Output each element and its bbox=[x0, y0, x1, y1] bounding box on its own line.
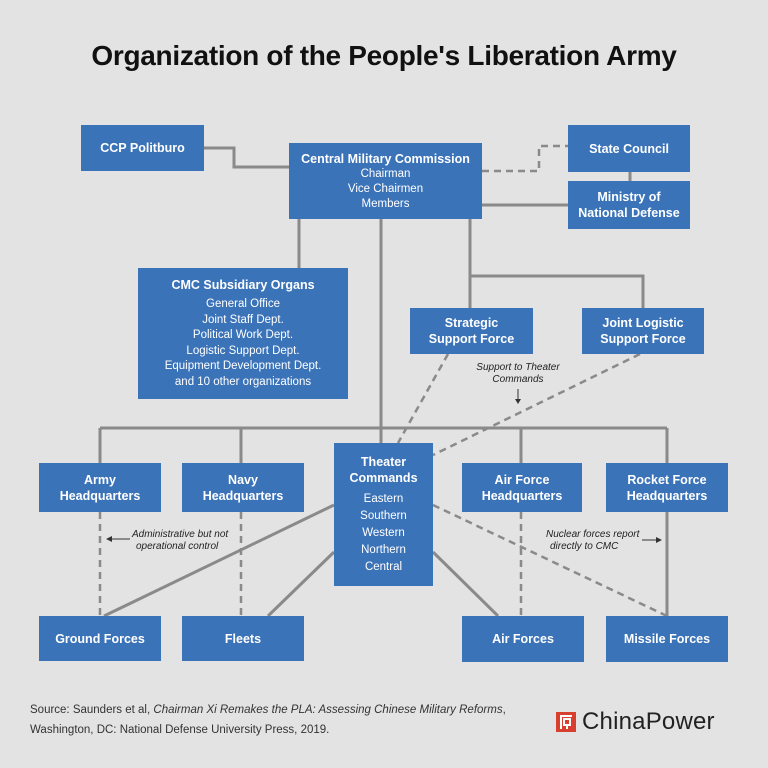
subsid-line: General Office bbox=[206, 298, 280, 310]
army-title: Headquarters bbox=[59, 488, 141, 503]
chinapower-logo-text: ChinaPower bbox=[582, 708, 715, 735]
theater-line: Southern bbox=[360, 509, 407, 522]
annotation-line: Commands bbox=[492, 374, 544, 385]
mnd-title: Ministry of bbox=[597, 190, 661, 204]
arrowhead-support bbox=[515, 399, 521, 404]
cmc-line: Members bbox=[361, 197, 410, 210]
ground-forces-box: Ground Forces bbox=[39, 616, 161, 661]
strategic-support-force-box: Strategic Support Force bbox=[410, 308, 533, 354]
source-citation: Source: Saunders et al, Chairman Xi Rema… bbox=[30, 700, 550, 740]
source-prefix: Source: Saunders et al, bbox=[30, 704, 154, 716]
dashed-cmc-state bbox=[482, 144, 568, 173]
missile-title: Missile Forces bbox=[623, 632, 711, 646]
annotation-line: operational control bbox=[136, 541, 219, 552]
connector-theater-airforces bbox=[431, 550, 500, 618]
rocket-title: Headquarters bbox=[626, 488, 708, 503]
air-force-headquarters-box: Air Force Headquarters bbox=[462, 463, 582, 512]
annotation-line: Nuclear forces report bbox=[546, 529, 640, 540]
subsid-line: Equipment Development Dept. bbox=[164, 360, 322, 372]
ministry-of-national-defense-box: Ministry of National Defense bbox=[568, 181, 690, 229]
central-military-commission-box: Central Military Commission Chairman Vic… bbox=[289, 143, 482, 219]
subsid-line: Logistic Support Dept. bbox=[186, 344, 300, 357]
ccp-politburo-title: CCP Politburo bbox=[100, 141, 185, 155]
subsid-line: Political Work Dept. bbox=[192, 329, 294, 341]
joint-logistic-support-force-box: Joint Logistic Support Force bbox=[582, 308, 704, 354]
jlsf-title: Support Force bbox=[600, 332, 686, 346]
connector-theater-ground bbox=[103, 503, 335, 618]
annotation-line: directly to CMC bbox=[550, 541, 619, 552]
arrowhead-nuclear bbox=[656, 537, 662, 543]
chinapower-logo: ChinaPower bbox=[556, 708, 715, 736]
rocket-force-headquarters-box: Rocket Force Headquarters bbox=[606, 463, 728, 512]
cmc-line: Vice Chairmen bbox=[347, 182, 424, 195]
airforces-title: Air Forces bbox=[492, 632, 554, 646]
dashed-ssf-theater bbox=[396, 353, 450, 444]
cmc-subsidiary-organs-box: CMC Subsidiary Organs General Office Joi… bbox=[138, 268, 348, 399]
connector-jlsf bbox=[470, 274, 645, 308]
arrowhead-admin bbox=[106, 536, 112, 542]
theater-line: Central bbox=[364, 560, 403, 573]
annotation-line: Administrative but not bbox=[132, 529, 229, 540]
annotation-administrative: Administrative but not operational contr… bbox=[132, 529, 262, 553]
state-council-title: State Council bbox=[589, 141, 669, 156]
cmc-title: Central Military Commission bbox=[301, 151, 470, 166]
state-council-box: State Council bbox=[568, 125, 690, 172]
fleets-title: Fleets bbox=[224, 631, 262, 646]
subsid-title: CMC Subsidiary Organs bbox=[171, 278, 315, 292]
dashed-jlsf-theater bbox=[432, 352, 641, 457]
source-title: Chairman Xi Remakes the PLA: Assessing C… bbox=[153, 704, 503, 716]
page-title: Organization of the People's Liberation … bbox=[91, 40, 677, 71]
airhq-title: Air Force bbox=[494, 472, 550, 487]
dashed-theater-missile bbox=[432, 503, 668, 618]
navy-title: Navy bbox=[228, 472, 258, 487]
army-headquarters-box: Army Headquarters bbox=[39, 463, 161, 512]
rocket-title: Rocket Force bbox=[627, 472, 707, 487]
theater-line: Eastern bbox=[363, 492, 404, 505]
navy-title: Headquarters bbox=[202, 488, 284, 503]
air-forces-box: Air Forces bbox=[462, 616, 584, 662]
annotation-nuclear-forces: Nuclear forces report directly to CMC bbox=[546, 529, 656, 553]
theater-title: Theater bbox=[360, 454, 407, 469]
fleets-box: Fleets bbox=[182, 616, 304, 661]
chinapower-logo-icon bbox=[556, 712, 576, 732]
theater-line: Northern bbox=[361, 543, 406, 556]
jlsf-title: Joint Logistic bbox=[602, 316, 684, 330]
missile-forces-box: Missile Forces bbox=[606, 616, 728, 662]
army-title: Army bbox=[84, 472, 116, 487]
mnd-title: National Defense bbox=[578, 206, 680, 220]
airhq-title: Headquarters bbox=[481, 488, 563, 503]
theater-commands-box: Theater Commands Eastern Southern Wester… bbox=[334, 443, 433, 586]
subsid-line: and 10 other organizations bbox=[174, 375, 312, 388]
cmc-line: Chairman bbox=[360, 167, 411, 180]
ccp-politburo-box: CCP Politburo bbox=[81, 125, 204, 171]
ssf-title: Support Force bbox=[428, 332, 515, 346]
ground-title: Ground Forces bbox=[55, 631, 145, 646]
subsid-line: Joint Staff Dept. bbox=[202, 313, 284, 326]
annotation-support-to-theater: Support to Theater Commands bbox=[468, 362, 568, 386]
connector-theater-fleets bbox=[266, 550, 336, 618]
annotation-line: Support to Theater bbox=[476, 362, 560, 373]
navy-headquarters-box: Navy Headquarters bbox=[182, 463, 304, 512]
theater-title: Commands bbox=[349, 470, 418, 485]
ssf-title: Strategic bbox=[444, 316, 499, 330]
source-suffix: , Washington, DC: National Defense Unive… bbox=[30, 704, 506, 736]
theater-line: Western bbox=[362, 526, 405, 539]
connector-ccp-cmc bbox=[204, 146, 289, 169]
